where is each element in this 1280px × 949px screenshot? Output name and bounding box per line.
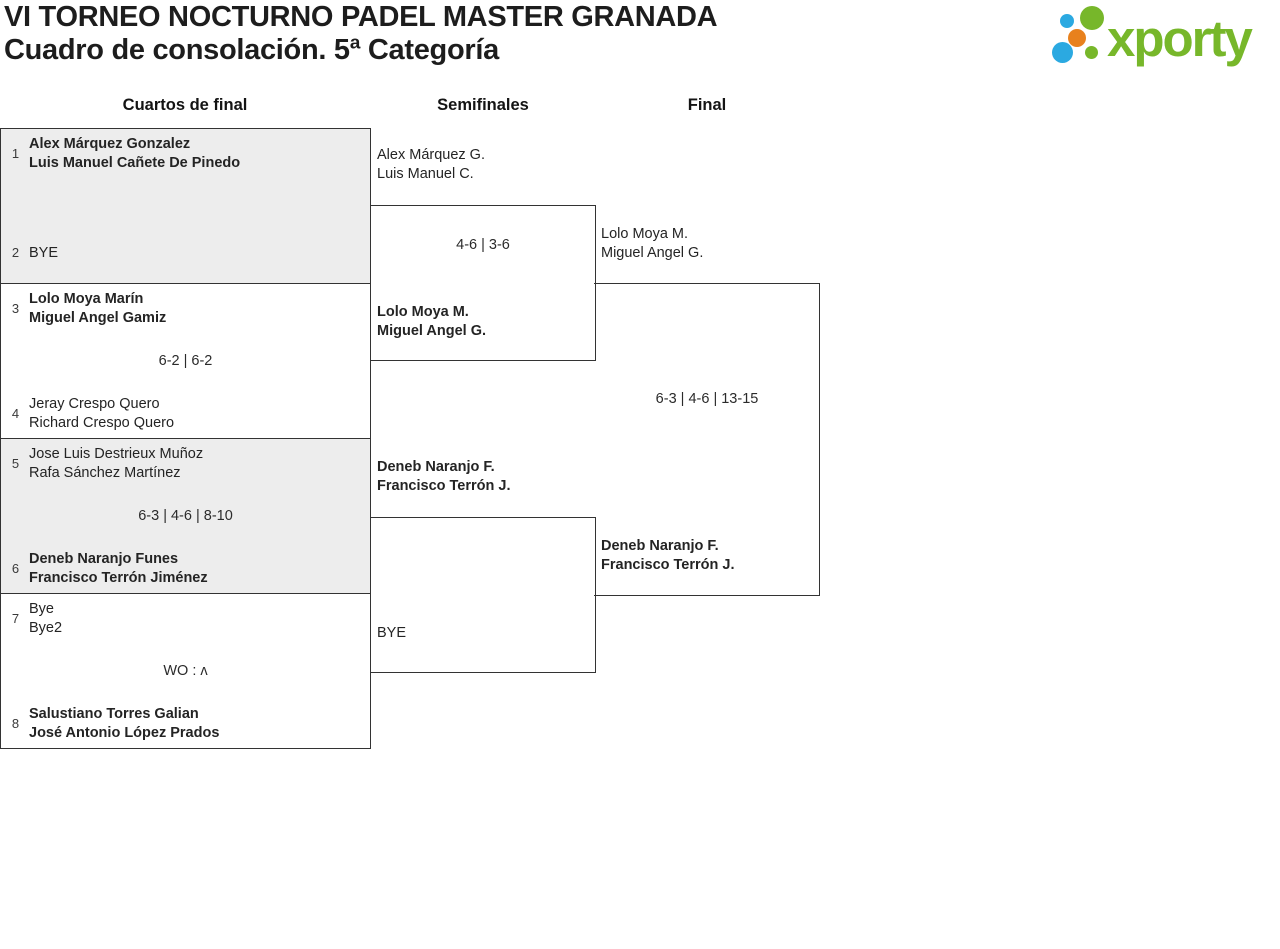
seed-number: 1: [11, 146, 20, 161]
round-header-semifinales: Semifinales: [437, 96, 529, 114]
logo-wordmark: xporty: [1107, 10, 1253, 67]
team-name: Lolo Moya M. Miguel Angel G.: [377, 304, 487, 339]
seed-number: 4: [11, 406, 20, 421]
logo-dot-orange-icon: [1068, 29, 1086, 47]
match-box-qf-1[interactable]: 1 Alex Márquez Gonzalez Luis Manuel Cañe…: [0, 128, 371, 284]
team-name: Deneb Naranjo Funes Francisco Terrón Jim…: [29, 551, 208, 586]
logo-dot-blue-small-icon: [1060, 14, 1074, 28]
round-header-cuartos: Cuartos de final: [122, 96, 248, 114]
match-score: 6-2 | 6-2: [158, 353, 213, 369]
match-slot: 6 Deneb Naranjo Funes Francisco Terrón J…: [8, 550, 362, 587]
match-slot: 4 Jeray Crespo Quero Richard Crespo Quer…: [8, 395, 362, 432]
match-box-sf-2[interactable]: [370, 517, 596, 673]
seed-number: 5: [11, 456, 20, 471]
match-slot: 5 Jose Luis Destrieux Muñoz Rafa Sánchez…: [8, 445, 362, 482]
match-box-qf-3[interactable]: 5 Jose Luis Destrieux Muñoz Rafa Sánchez…: [0, 438, 371, 594]
page-title-line2: Cuadro de consolación. 5ª Categoría: [4, 34, 499, 66]
round-header-final: Final: [687, 96, 727, 114]
seed-number: 6: [11, 561, 20, 576]
page-title-line1: VI TORNEO NOCTURNO PADEL MASTER GRANADA: [4, 1, 718, 33]
logo-dot-green-small-icon: [1085, 46, 1098, 59]
match-slot: 1 Alex Márquez Gonzalez Luis Manuel Cañe…: [8, 135, 362, 172]
match-box-qf-4[interactable]: 7 Bye Bye2 WO : ʌ 8 Salustiano Torres Ga…: [0, 593, 371, 749]
match-slot: 2 BYE: [8, 244, 362, 263]
logo-dot-green-large-icon: [1080, 6, 1104, 30]
match-slot: 3 Lolo Moya Marín Miguel Angel Gamiz: [8, 290, 362, 327]
match-box-final[interactable]: [594, 283, 820, 596]
team-name: Salustiano Torres Galian José Antonio Ló…: [29, 706, 220, 741]
match-score: 6-3 | 4-6 | 13-15: [655, 391, 759, 407]
match-score: 4-6 | 3-6: [456, 237, 510, 253]
team-name: BYE: [377, 625, 407, 641]
xporty-logo[interactable]: xporty: [0, 0, 1280, 80]
team-name: Lolo Moya M. Miguel Angel G.: [601, 226, 704, 261]
match-box-qf-2[interactable]: 3 Lolo Moya Marín Miguel Angel Gamiz 6-2…: [0, 283, 371, 439]
seed-number: 7: [11, 611, 20, 626]
seed-number: 3: [11, 301, 20, 316]
team-name: Deneb Naranjo F. Francisco Terrón J.: [601, 538, 735, 573]
team-name: Jeray Crespo Quero Richard Crespo Quero: [29, 396, 175, 431]
match-box-sf-1[interactable]: [370, 205, 596, 361]
match-slot: 8 Salustiano Torres Galian José Antonio …: [8, 705, 362, 742]
team-name: Alex Márquez Gonzalez Luis Manuel Cañete…: [29, 136, 241, 171]
seed-number: 8: [11, 716, 20, 731]
match-score: WO : ʌ: [163, 663, 208, 679]
team-name: Lolo Moya Marín Miguel Angel Gamiz: [29, 291, 167, 326]
team-name: Alex Márquez G. Luis Manuel C.: [377, 147, 485, 182]
team-name: Bye Bye2: [29, 601, 63, 636]
match-slot: 7 Bye Bye2: [8, 600, 362, 637]
team-name: BYE: [29, 244, 59, 261]
team-name: Jose Luis Destrieux Muñoz Rafa Sánchez M…: [29, 446, 204, 481]
page-title: VI TORNEO NOCTURNO PADEL MASTER GRANADA …: [4, 1, 718, 67]
logo-dot-blue-large-icon: [1052, 42, 1073, 63]
match-score: 6-3 | 4-6 | 8-10: [138, 508, 233, 524]
seed-number: 2: [11, 245, 20, 261]
team-name: Deneb Naranjo F. Francisco Terrón J.: [377, 459, 511, 494]
